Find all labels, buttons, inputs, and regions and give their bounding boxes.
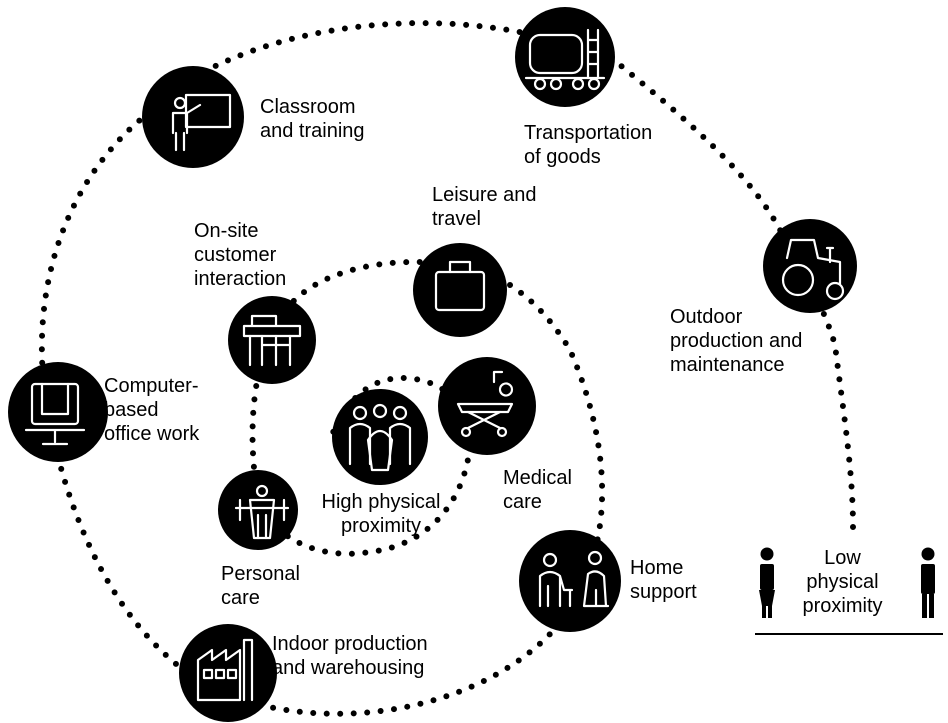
high-proximity-node [332, 389, 428, 485]
person-on-bed-icon [234, 484, 290, 540]
outdoor-node [763, 219, 857, 313]
computer-node [8, 362, 108, 462]
tractor-icon [781, 238, 845, 301]
personal-node [218, 470, 298, 550]
medical-node [438, 357, 536, 455]
hospital-bed-icon [456, 370, 514, 438]
medical-label: Medical care [503, 467, 572, 513]
indoor-label: Indoor production and warehousing [272, 633, 428, 679]
service-counter-icon [242, 314, 302, 367]
caregiver-and-elder-icon [538, 550, 610, 608]
factory-icon [196, 638, 254, 702]
legend-label: Low physical proximity [802, 547, 883, 617]
tanker-wagon-icon [524, 28, 606, 91]
indoor-node [179, 624, 277, 722]
suitcase-icon [434, 260, 486, 312]
leisure-node [413, 243, 507, 337]
personal-label: Personal care [221, 563, 300, 609]
legend-person-left-icon [759, 547, 775, 618]
leisure-label: Leisure and travel [432, 184, 537, 230]
transport-node [515, 7, 615, 107]
monitor-icon [24, 382, 86, 446]
onsite-node [228, 296, 316, 384]
high-proximity-label: High physical proximity [321, 491, 441, 537]
home-label: Home support [630, 557, 697, 603]
classroom-node [142, 66, 244, 168]
home-node [519, 530, 621, 632]
legend-person-right-icon [921, 547, 935, 618]
computer-label: Computer- based office work [104, 375, 200, 445]
classroom-label: Classroom and training [260, 96, 365, 142]
onsite-label: On-site customer interaction [194, 220, 287, 290]
transport-label: Transportation of goods [524, 122, 653, 168]
spiral-dotted-path [38, 20, 856, 717]
outdoor-label: Outdoor production and maintenance [670, 306, 803, 376]
group-of-people-icon [348, 403, 412, 472]
presenter-at-board-icon [171, 93, 232, 152]
